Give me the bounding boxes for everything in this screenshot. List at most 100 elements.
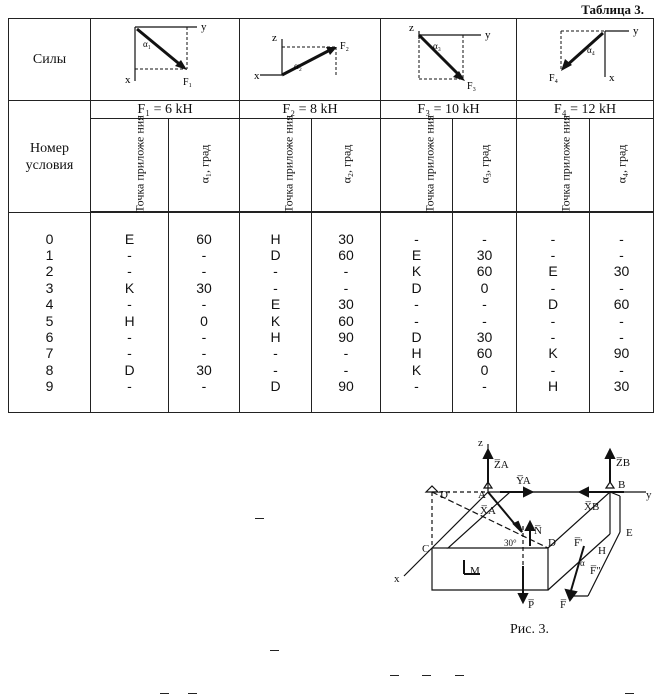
table-cell: H <box>270 230 281 247</box>
table-cell: - <box>343 279 349 296</box>
force-header-f2: F₂ = 8 kH <box>239 100 381 119</box>
table-cell: 60 <box>476 345 493 362</box>
svg-text:Z̅A: Z̅A <box>494 459 509 471</box>
table-cell: E <box>124 230 135 247</box>
table-cell: D <box>270 246 281 263</box>
table-cell: 1 <box>45 246 54 263</box>
force-f4-icon: y x α₄ F₄ <box>549 25 639 84</box>
table-cell: 8 <box>45 361 54 378</box>
svg-text:y: y <box>633 25 639 37</box>
table-cell: D <box>411 328 422 345</box>
table-cell: - <box>619 230 624 247</box>
table-cell: 90 <box>338 328 354 345</box>
table-cell: - <box>127 246 132 263</box>
table-cell: - <box>201 328 207 345</box>
table-cell: - <box>127 378 132 395</box>
table-cell: E <box>411 246 422 263</box>
svg-text:α₂: α₂ <box>294 61 302 71</box>
column-f1-angle: 60--30-0--30- <box>168 212 240 413</box>
table-cell: - <box>414 312 419 329</box>
overbar-mark <box>625 693 634 694</box>
subheader-alpha-3: α₃, град <box>452 118 517 212</box>
table-cell: - <box>550 361 556 378</box>
table-cell: 4 <box>45 296 54 313</box>
force-header-f4: F₄ = 12 kH <box>516 100 654 119</box>
table-cell: - <box>550 230 556 247</box>
table-cell: 60 <box>338 246 354 263</box>
force-f1-icon: y x α₁ F₁ <box>125 21 207 88</box>
forces-label: Силы <box>8 18 91 101</box>
table-cell: - <box>343 263 349 280</box>
subheader-point-4: Точка приложе ния <box>516 115 590 213</box>
svg-text:F₃: F₃ <box>467 81 476 92</box>
table-cell: - <box>343 345 349 362</box>
table-cell: - <box>343 361 349 378</box>
table-cell: - <box>201 378 207 395</box>
table-cell: - <box>127 345 132 362</box>
table-cell: 7 <box>45 345 54 362</box>
force-diagram-f2: z x α₂ F₂ <box>239 18 381 101</box>
table-cell: 30 <box>476 246 493 263</box>
overbar-mark <box>270 650 279 651</box>
table-cell: 0 <box>200 312 208 329</box>
svg-text:α: α <box>580 558 585 568</box>
column-f4-point: --E-D--K-H <box>516 212 590 413</box>
subheader-alpha-1: α₁, град <box>168 118 240 212</box>
svg-text:F̅: F̅ <box>560 599 566 611</box>
svg-text:H: H <box>598 545 606 557</box>
svg-text:α₃: α₃ <box>433 41 441 51</box>
table-cell: - <box>619 312 624 329</box>
table-cell: - <box>619 328 624 345</box>
svg-text:x: x <box>609 72 615 84</box>
table-cell: 30 <box>338 296 354 313</box>
overbar-mark <box>188 693 197 694</box>
table-cell: 0 <box>480 361 489 378</box>
table-cell: - <box>619 361 624 378</box>
table-cell: - <box>201 345 207 362</box>
svg-text:x: x <box>254 70 260 82</box>
mechanics-figure: z y x Z̅A Y̅A X̅A Z̅B X̅B A B C D D' E H… <box>394 437 652 611</box>
table-cell: 60 <box>338 312 354 329</box>
table-cell: H <box>270 328 281 345</box>
table-cell: 30 <box>613 378 630 395</box>
overbar-mark <box>422 675 431 676</box>
svg-text:y: y <box>201 21 207 33</box>
table-cell: E <box>548 263 558 280</box>
table-cell: - <box>482 312 487 329</box>
table-cell: 30 <box>476 328 493 345</box>
table-cell: - <box>482 296 487 313</box>
subheader-point-2: Точка приложе ния <box>239 115 312 213</box>
table-cell: E <box>270 296 281 313</box>
svg-text:F₄: F₄ <box>549 73 559 84</box>
table-cell: 3 <box>45 279 54 296</box>
table-cell: 60 <box>196 230 212 247</box>
svg-text:y: y <box>646 489 652 501</box>
table-cell: 30 <box>338 230 354 247</box>
force-f2-icon: z x α₂ F₂ <box>254 32 349 82</box>
table-cell: - <box>201 246 207 263</box>
subheader-point-1: Точка приложе ния <box>90 115 169 213</box>
table-cell: - <box>414 296 419 313</box>
svg-text:x: x <box>125 74 131 86</box>
svg-text:α₄: α₄ <box>587 45 595 55</box>
table-cell: 5 <box>45 312 54 329</box>
overbar-mark <box>390 675 399 676</box>
table-cell: 30 <box>196 361 212 378</box>
table-cell: - <box>201 296 207 313</box>
svg-text:A: A <box>478 489 486 501</box>
table-cell: 0 <box>480 279 489 296</box>
table-cell: - <box>414 230 419 247</box>
condition-label: Номер условия <box>8 100 91 213</box>
table-cell: - <box>127 296 132 313</box>
force-diagram-f1: y x α₁ F₁ <box>90 18 240 101</box>
force-header-f1: F₁ = 6 kH <box>90 100 240 119</box>
force-diagram-f3: z y α₃ F₃ <box>380 18 517 101</box>
force-header-f3: F₃ = 10 kH <box>380 100 517 119</box>
svg-text:D': D' <box>440 489 450 501</box>
table-cell: - <box>273 361 278 378</box>
table-cell: - <box>619 246 624 263</box>
table-cell: D <box>547 296 559 313</box>
